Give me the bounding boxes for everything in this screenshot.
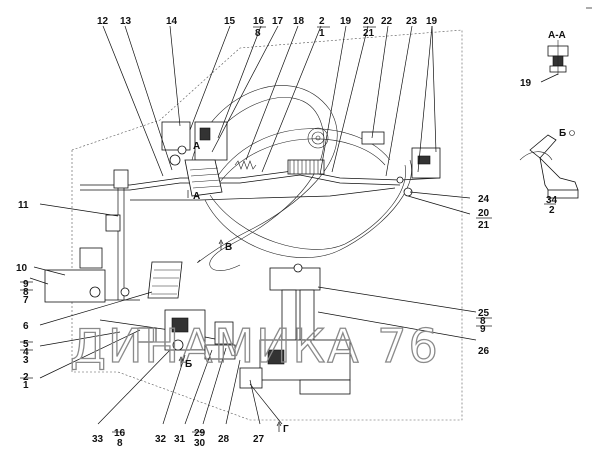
- spring-assembly: [234, 127, 385, 175]
- callout-7: 7: [23, 295, 29, 306]
- callout-1: 1: [319, 28, 325, 39]
- callout-29: 29: [194, 428, 206, 439]
- marker-g-arrow: [276, 421, 282, 432]
- callouts-right: 24 20 21 25 8 9 26 34 2: [478, 194, 558, 357]
- bracket-right-upper: [396, 147, 441, 197]
- callouts-bottom: 33 16 8 32 31 29 30 28 27: [92, 428, 265, 449]
- callout-19b: 19: [426, 16, 438, 27]
- callout-26: 26: [478, 346, 490, 357]
- callout-9: 9: [23, 279, 29, 290]
- valve-block: [204, 263, 351, 395]
- label-rules: [20, 26, 556, 433]
- callout-32: 32: [155, 434, 167, 445]
- marker-g: Г: [283, 424, 289, 435]
- callout-16-bottom: 16: [114, 428, 126, 439]
- marker-v-arrow: [218, 239, 224, 250]
- callout-2-right: 2: [549, 205, 555, 216]
- callout-21: 21: [363, 28, 375, 39]
- marker-a-lower: А: [193, 191, 200, 202]
- section-aa-inset: [547, 40, 569, 75]
- callout-20-right: 20: [478, 208, 490, 219]
- callout-23: 23: [406, 16, 418, 27]
- callout-18: 18: [293, 16, 305, 27]
- cable-routing: [70, 85, 441, 341]
- callout-19-inset: 19: [520, 78, 532, 89]
- marker-v: В: [225, 242, 232, 253]
- callout-28: 28: [218, 434, 230, 445]
- callout-34: 34: [546, 195, 558, 206]
- callout-30: 30: [194, 438, 206, 449]
- view-b-title: Б: [559, 128, 566, 139]
- callout-24: 24: [478, 194, 490, 205]
- callout-33: 33: [92, 434, 104, 445]
- callout-14: 14: [166, 16, 178, 27]
- callout-27: 27: [253, 434, 265, 445]
- view-b-circle: [569, 130, 575, 136]
- marker-a: А: [193, 141, 200, 152]
- callout-8-bottom: 8: [117, 438, 123, 449]
- callout-17: 17: [272, 16, 284, 27]
- callout-1-left: 1: [23, 380, 29, 391]
- section-aa-title: А-А: [548, 30, 566, 41]
- callout-6: 6: [23, 321, 29, 332]
- callout-25: 25: [478, 308, 490, 319]
- pedal-bracket-upper: [161, 121, 228, 197]
- callout-20: 20: [363, 16, 375, 27]
- callout-9-right: 9: [480, 324, 486, 335]
- callout-10: 10: [16, 263, 28, 274]
- callout-8-right: 8: [480, 316, 486, 327]
- callout-12: 12: [97, 16, 109, 27]
- lever-left: [44, 169, 130, 303]
- callout-5: 5: [23, 339, 29, 350]
- callout-21-right: 21: [478, 220, 490, 231]
- marker-b-arrow: [178, 356, 184, 367]
- watermark: ДИНАМИКА 76: [70, 319, 440, 373]
- view-b-inset: [519, 134, 579, 199]
- frame-outline: [71, 29, 463, 421]
- callout-3: 3: [23, 355, 29, 366]
- callout-19: 19: [340, 16, 352, 27]
- callout-13: 13: [120, 16, 132, 27]
- marker-b: Б: [185, 359, 192, 370]
- callout-2-left: 2: [23, 372, 29, 383]
- callout-31: 31: [174, 434, 186, 445]
- callout-2: 2: [319, 16, 325, 27]
- view-markers: А-А 19 Б А А В Б Г: [178, 7, 592, 435]
- callout-4: 4: [23, 347, 29, 358]
- callout-11: 11: [18, 200, 29, 211]
- callout-22: 22: [381, 16, 393, 27]
- callout-8-left: 8: [23, 287, 29, 298]
- callouts-top: 12 13 14 15 16 8 17 18 2 1 19 20 21 22 2…: [97, 16, 438, 39]
- callout-16: 16: [253, 16, 265, 27]
- callout-15: 15: [224, 16, 236, 27]
- callout-8: 8: [255, 28, 261, 39]
- pedal-lower: [137, 261, 206, 351]
- leader-lines: [29, 25, 559, 425]
- callouts-left: 11 10 9 8 7 6 5 4 3 2 1: [16, 200, 29, 391]
